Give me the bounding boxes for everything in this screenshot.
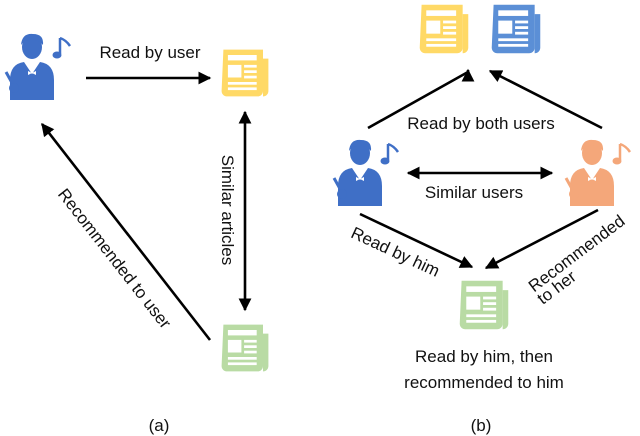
recommended-to-user-arrow (40, 122, 212, 341)
read-by-user-label: Read by user (99, 43, 200, 62)
newspaper-icon (221, 49, 269, 97)
read-then-recommended-label-2: recommended to him (404, 373, 564, 392)
panel-a-caption: (a) (149, 416, 170, 435)
recommended-to-user-label: Recommended to user (54, 185, 175, 332)
panel-b-caption: (b) (471, 416, 492, 435)
newspaper-icon (221, 324, 269, 372)
newspaper-icon (491, 4, 541, 54)
similar-users-label: Similar users (425, 183, 523, 202)
read-by-both-label: Read by both users (407, 114, 554, 133)
user-him-conductor-icon (332, 138, 400, 208)
user-conductor-icon (4, 32, 72, 102)
newspaper-icon (459, 280, 509, 330)
read-by-him-arrow (359, 212, 474, 269)
panel-b: Read by both users Similar users Read by… (332, 4, 632, 435)
user-her-conductor-icon (564, 138, 632, 208)
newspaper-icon (419, 4, 469, 54)
recommended-to-her-arrow (484, 208, 599, 270)
panel-a: Read by user Similar articles Recommende… (4, 32, 269, 435)
similar-articles-label: Similar articles (218, 155, 237, 266)
read-by-both-arrow-right (488, 69, 603, 130)
read-by-both-arrow-left (367, 68, 475, 130)
read-then-recommended-label-1: Read by him, then (415, 347, 553, 366)
